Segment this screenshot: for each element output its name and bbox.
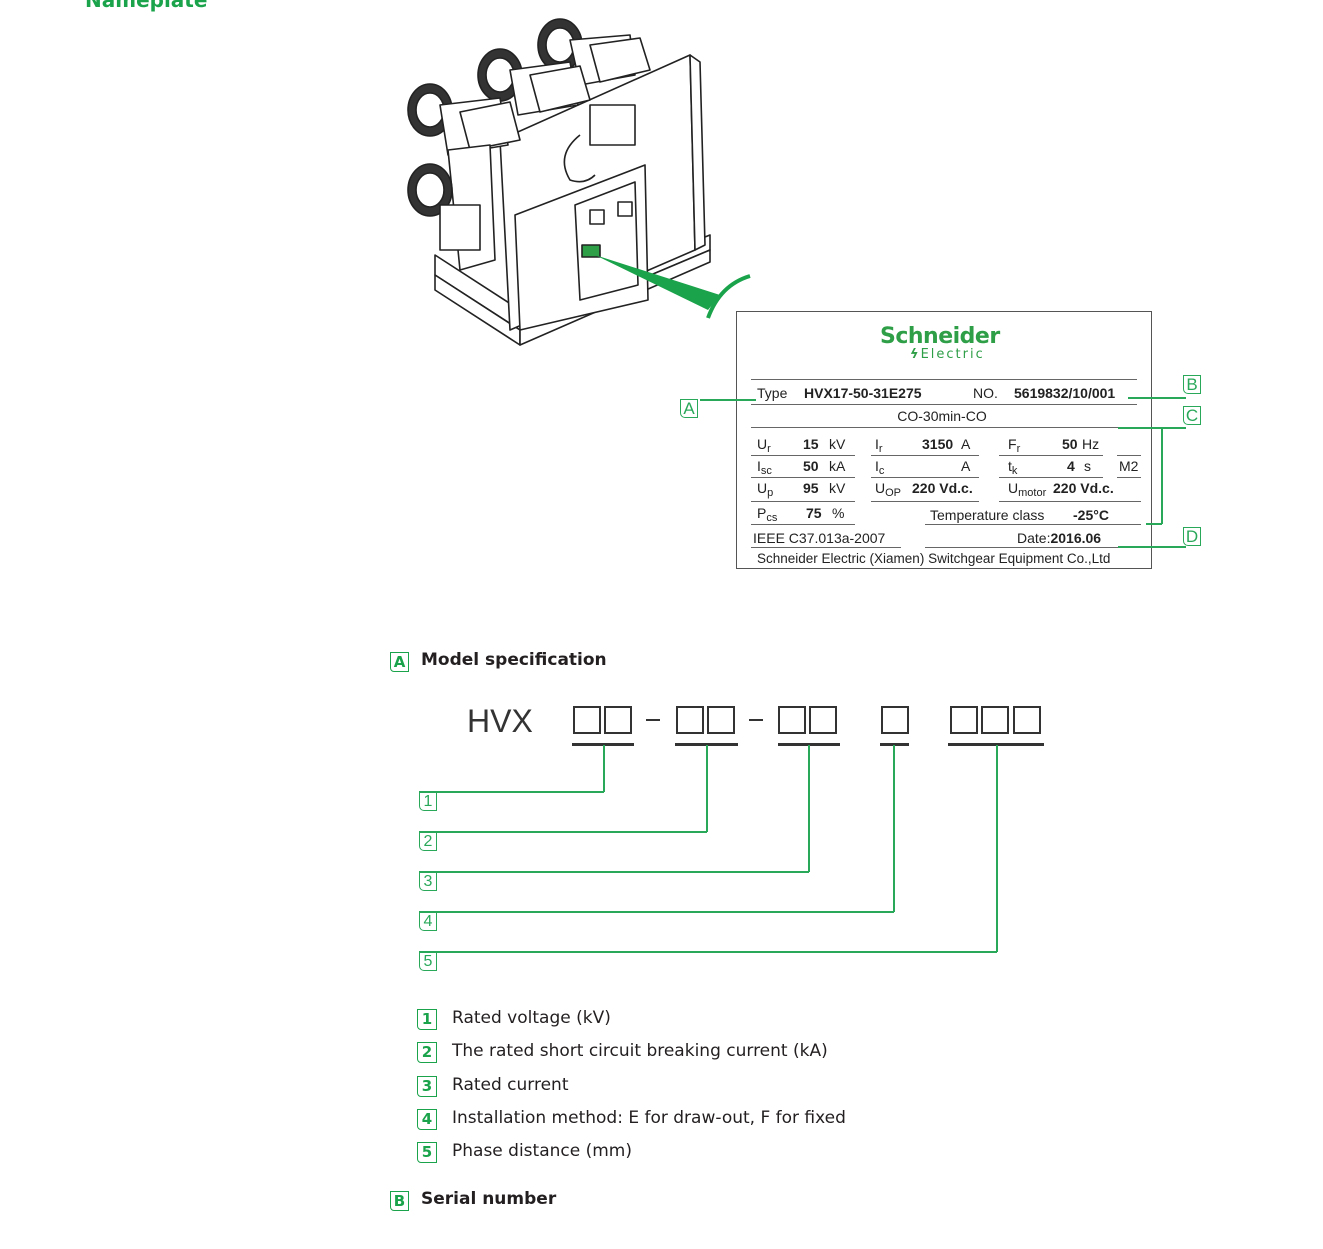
- code-box: [707, 706, 735, 734]
- code-box: [950, 706, 978, 734]
- code-box: [1013, 706, 1041, 734]
- position-label-4: 4: [419, 912, 437, 931]
- rated-current-value: 3150: [922, 436, 954, 452]
- operating-sequence: CO-30min-CO: [897, 408, 987, 424]
- type-value: HVX17-50-31E275: [804, 385, 922, 401]
- section-title: Nameplate: [85, 0, 208, 12]
- pcs-value: 75: [806, 505, 822, 521]
- callout-a: A: [680, 399, 698, 418]
- code-box: [981, 706, 1009, 734]
- code-separator: [749, 719, 763, 721]
- frequency-value: 50: [1062, 436, 1078, 452]
- position-label-1: 1: [419, 792, 437, 811]
- code-box: [881, 706, 909, 734]
- serial-number-title: Serial number: [421, 1189, 557, 1209]
- number-label: NO.: [973, 385, 998, 401]
- code-separator: [646, 719, 660, 721]
- logo-subtitle: Electric: [920, 347, 985, 362]
- temperature-class-value: -25°C: [1073, 507, 1109, 523]
- position-label-2: 2: [419, 832, 437, 851]
- manufacturer: Schneider Electric (Xiamen) Switchgear E…: [757, 551, 1111, 566]
- date-value: 2016.06: [1050, 530, 1102, 546]
- standard-reference: IEEE C37.013a-2007: [753, 530, 886, 546]
- code-box: [604, 706, 632, 734]
- number-value: 5619832/10/001: [1014, 385, 1116, 401]
- section-badge-b: B: [390, 1191, 409, 1211]
- rated-voltage-value: 15: [803, 436, 819, 452]
- model-prefix: HVX: [467, 703, 533, 739]
- short-circuit-current-value: 50: [803, 458, 819, 474]
- model-spec-title: Model specification: [421, 650, 607, 670]
- mechanical-class: M2: [1119, 458, 1139, 474]
- impulse-voltage-value: 95: [803, 480, 819, 496]
- schneider-mark-icon: ϟ: [910, 347, 919, 362]
- logo-wordmark: Schneider: [880, 324, 1000, 349]
- code-box: [676, 706, 704, 734]
- code-box: [809, 706, 837, 734]
- circuit-breaker-illustration: [407, 18, 751, 346]
- temperature-class-label: Temperature class: [930, 507, 1045, 523]
- position-label-3: 3: [419, 872, 437, 891]
- motor-voltage-value: 220 Vd.c.: [1053, 480, 1114, 496]
- short-time-value: 4: [1067, 458, 1075, 474]
- type-label: Type: [757, 385, 788, 401]
- callout-c: C: [1183, 406, 1201, 425]
- date-label: Date:: [1017, 530, 1051, 546]
- operating-voltage-value: 220 Vd.c.: [912, 480, 973, 496]
- section-badge-a: A: [390, 652, 409, 672]
- callout-b: B: [1183, 375, 1201, 394]
- callout-d: D: [1183, 527, 1201, 546]
- code-box: [778, 706, 806, 734]
- code-box: [573, 706, 601, 734]
- position-label-5: 5: [419, 952, 437, 971]
